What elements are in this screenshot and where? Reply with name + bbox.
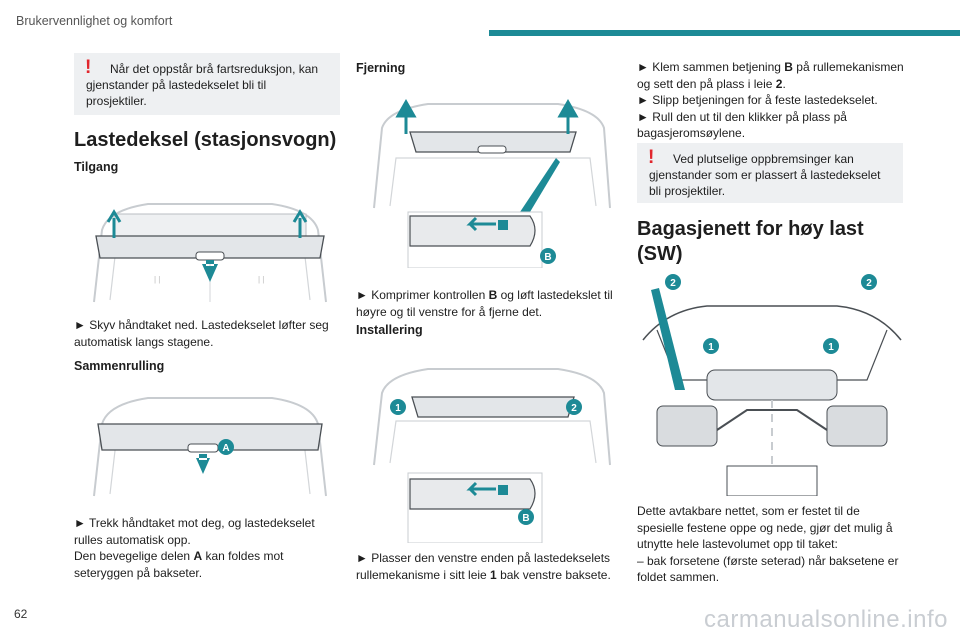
removal-text-c: og løft lastedekslet til høyre og til ve…	[356, 288, 613, 319]
warning-icon: !	[648, 147, 655, 168]
paragraph-cargo-net: Dette avtakbare nettet, som er festet ti…	[637, 503, 905, 586]
svg-text:| |: | |	[154, 275, 160, 284]
svg-text:| |: | |	[258, 275, 264, 284]
rollup-text-2c: kan foldes mot seteryggen på bakseter.	[74, 549, 284, 580]
header-accent-bar	[489, 30, 960, 36]
paragraph-removal: ► Komprimer kontrollen B og løft lastede…	[356, 287, 622, 320]
paragraph-access: ► Skyv håndtaket ned. Lastedekselet løft…	[74, 318, 329, 349]
warning-icon: !	[85, 57, 92, 78]
paragraph-install-steps: ► Klem sammen betjening B på rullemekani…	[637, 59, 905, 142]
step1-text-a: ► Klem sammen betjening	[637, 60, 785, 74]
net-item: – bak forsetene (første seterad) når bak…	[637, 553, 899, 585]
net-text: Dette avtakbare nettet, som er festet ti…	[637, 504, 893, 551]
subheading-rollup: Sammenrulling	[74, 359, 165, 373]
label-1-net-right: 1	[828, 342, 834, 353]
install-text-c: bak venstre baksete.	[496, 567, 611, 582]
label-2-net-right: 2	[866, 278, 872, 289]
install-text-b: 1	[490, 567, 497, 582]
step1-text-c: på rullemekanismen og sett den på plass …	[637, 60, 904, 91]
illustration-cover-install: 1 2 B	[370, 357, 616, 543]
label-2-net-left: 2	[670, 278, 676, 289]
label-b-removal: B	[544, 252, 551, 263]
warning-note: ! Når det oppstår brå fartsreduksjon, ka…	[74, 53, 340, 115]
removal-text-a: ► Komprimer kontrollen	[356, 288, 489, 302]
step1-text-d: 2	[775, 76, 783, 91]
label-b-install: B	[522, 513, 529, 524]
rollup-text-2a: Den bevegelige delen	[74, 549, 194, 563]
subheading-access: Tilgang	[74, 160, 119, 174]
illustration-cover-removal: B	[370, 88, 616, 268]
section-title-cargo-net: Bagasjenett for høy last (SW)	[637, 218, 864, 265]
paragraph-install: ► Plasser den venstre enden på lastedeks…	[356, 550, 622, 583]
watermark: carmanualsonline.info	[704, 606, 948, 633]
illustration-cargo-net: 2 2 1 1	[637, 270, 907, 496]
subheading-removal: Fjerning	[356, 61, 406, 75]
warning-note-braking-text: Ved plutselige oppbremsinger kan gjensta…	[649, 152, 881, 198]
label-1-net-left: 1	[708, 342, 714, 353]
warning-note-text: Når det oppstår brå fartsreduksjon, kan …	[86, 62, 319, 108]
illustration-cover-access: | | | |	[88, 190, 332, 306]
paragraph-rollup: ► Trekk håndtaket mot deg, og lastedekse…	[74, 515, 340, 581]
rollup-text-1: ► Trekk håndtaket mot deg, og lastedekse…	[74, 516, 315, 547]
label-2-install: 2	[571, 403, 577, 414]
warning-note-braking: ! Ved plutselige oppbremsinger kan gjens…	[637, 143, 903, 203]
subheading-install: Installering	[356, 323, 423, 337]
step1-text-e: .	[782, 76, 786, 91]
rollup-text-2b: A	[193, 549, 203, 563]
step1-text-b: B	[784, 60, 793, 74]
label-a: A	[222, 443, 229, 454]
label-1-install: 1	[395, 403, 401, 414]
illustration-cover-rollup: A	[88, 384, 332, 500]
step2-text: ► Slipp betjeningen for å feste lastedek…	[637, 93, 878, 107]
page-number: 62	[14, 607, 28, 621]
step3-text: ► Rull den ut til den klikker på plass p…	[637, 109, 847, 141]
removal-text-b: B	[488, 288, 498, 302]
install-text-a: ► Plasser den venstre enden på lastedeks…	[356, 551, 611, 582]
section-title-cargo-cover: Lastedeksel (stasjonsvogn)	[74, 129, 337, 151]
running-header: Brukervennlighet og komfort	[16, 14, 173, 28]
